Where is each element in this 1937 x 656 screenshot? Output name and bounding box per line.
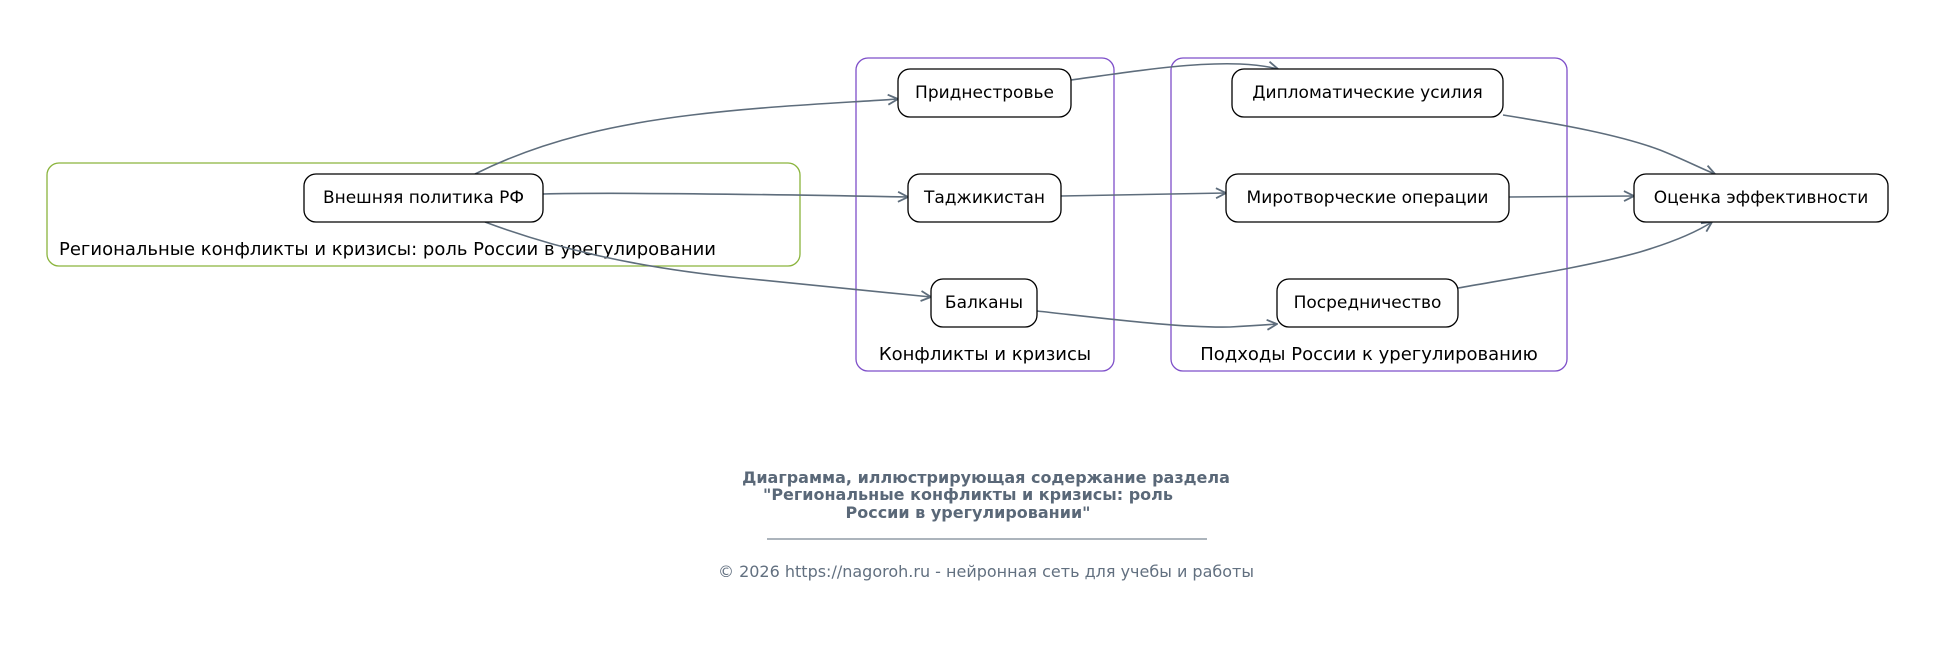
cluster-conflicts: Конфликты и кризисы (855, 57, 1115, 372)
node-diplomacy-label: Дипломатические усилия (1252, 83, 1483, 103)
cluster-approaches-label: Подходы России к урегулированию (1200, 344, 1538, 365)
node-peacekeeping[interactable]: Миротворческие операции (1225, 173, 1510, 223)
footer-copyright: © 2026 https://nagoroh.ru - нейронная се… (718, 562, 1254, 581)
cluster-main-label: Региональные конфликты и кризисы: роль Р… (59, 239, 716, 260)
edge-policy-transnistria (474, 99, 898, 175)
cluster-approaches: Подходы России к урегулированию (1170, 57, 1568, 372)
edge-tajikistan-peacekeeping (1060, 193, 1226, 196)
node-policy-label: Внешняя политика РФ (323, 188, 524, 208)
node-mediation-label: Посредничество (1294, 293, 1442, 313)
caption-line-3: России в урегулировании" (845, 503, 1090, 522)
node-balkans-label: Балканы (945, 293, 1023, 313)
node-peacekeeping-label: Миротворческие операции (1247, 188, 1489, 208)
edge-balkans-mediation (1036, 310, 1277, 327)
node-tajikistan-label: Таджикистан (923, 188, 1045, 208)
cluster-conflicts-label: Конфликты и кризисы (879, 344, 1091, 365)
node-mediation[interactable]: Посредничество (1276, 278, 1459, 328)
edge-peacekeeping-evaluation (1508, 196, 1634, 197)
edge-policy-tajikistan (542, 193, 908, 197)
node-evaluation[interactable]: Оценка эффективности (1633, 173, 1889, 223)
node-balkans[interactable]: Балканы (930, 278, 1038, 328)
node-diplomacy[interactable]: Дипломатические усилия (1231, 68, 1504, 118)
caption-line-2: "Региональные конфликты и кризисы: роль (763, 485, 1173, 504)
edge-policy-balkans (484, 221, 931, 297)
edge-transnistria-diplomacy (1070, 64, 1278, 81)
node-transnistria[interactable]: Приднестровье (897, 68, 1072, 118)
caption-line-1: Диаграмма, иллюстрирующая содержание раз… (742, 468, 1230, 487)
edge-mediation-evaluation (1457, 222, 1712, 289)
node-tajikistan[interactable]: Таджикистан (907, 173, 1062, 223)
node-transnistria-label: Приднестровье (915, 83, 1054, 103)
node-evaluation-label: Оценка эффективности (1654, 188, 1869, 208)
edge-diplomacy-evaluation (1502, 114, 1715, 174)
node-policy[interactable]: Внешняя политика РФ (303, 173, 544, 223)
